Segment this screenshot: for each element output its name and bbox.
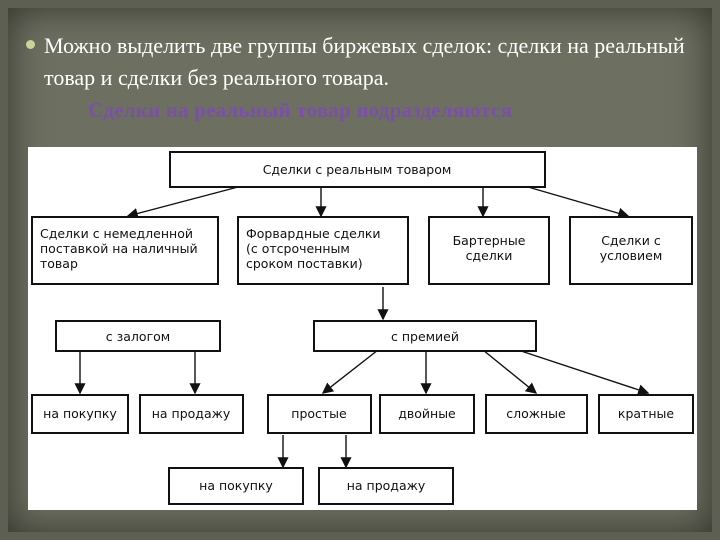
box-barter bbox=[428, 216, 550, 285]
box-sell bbox=[139, 394, 244, 434]
connectors bbox=[74, 186, 650, 469]
conditional-label-2: условием bbox=[600, 248, 663, 263]
box-forward bbox=[237, 216, 409, 285]
simple-label: простые bbox=[291, 406, 347, 421]
box-l4-sell bbox=[318, 467, 454, 505]
box-buy bbox=[31, 394, 129, 434]
forward-label-1: Форвардные сделки bbox=[246, 226, 381, 241]
box-multiple bbox=[598, 394, 694, 434]
box-l4-buy bbox=[168, 467, 304, 505]
immediate-label-3: товар bbox=[40, 256, 78, 271]
barter-label-2: сделки bbox=[466, 248, 513, 263]
labels: Сделки с реальным товаром Сделки с немед… bbox=[40, 162, 674, 493]
buy-label: на покупку bbox=[43, 406, 117, 421]
boxes bbox=[31, 151, 694, 505]
complex-label: сложные bbox=[506, 406, 566, 421]
l4-buy-label: на покупку bbox=[199, 478, 273, 493]
zalog-label: с залогом bbox=[106, 329, 170, 344]
bullet-text: Можно выделить две группы биржевых сдело… bbox=[44, 33, 685, 90]
box-conditional bbox=[569, 216, 693, 285]
immediate-label-2: поставкой на наличный bbox=[40, 241, 198, 256]
box-immediate bbox=[31, 216, 219, 285]
diagram-panel: Сделки с реальным товаром Сделки с немед… bbox=[28, 147, 697, 510]
premia-label: с премией bbox=[391, 329, 459, 344]
subheading: Сделки на реальный товар подразделяются bbox=[88, 98, 513, 122]
l4-sell-label: на продажу bbox=[347, 478, 426, 493]
box-simple bbox=[267, 394, 372, 434]
immediate-label-1: Сделки с немедленной bbox=[40, 226, 193, 241]
bullet-icon bbox=[26, 40, 35, 49]
double-label: двойные bbox=[398, 406, 456, 421]
sell-label: на продажу bbox=[152, 406, 231, 421]
box-root bbox=[169, 151, 546, 188]
box-complex bbox=[485, 394, 588, 434]
conditional-label-1: Сделки с bbox=[601, 233, 661, 248]
box-double bbox=[379, 394, 475, 434]
forward-label-2: (с отсроченным bbox=[246, 241, 350, 256]
root-label: Сделки с реальным товаром bbox=[263, 162, 452, 177]
forward-label-3: сроком поставки) bbox=[246, 256, 363, 271]
diagram: Сделки с реальным товаром Сделки с немед… bbox=[31, 151, 694, 505]
barter-label-1: Бартерные bbox=[453, 233, 526, 248]
box-zalog bbox=[55, 320, 221, 352]
multiple-label: кратные bbox=[618, 406, 674, 421]
box-premia bbox=[313, 320, 537, 352]
